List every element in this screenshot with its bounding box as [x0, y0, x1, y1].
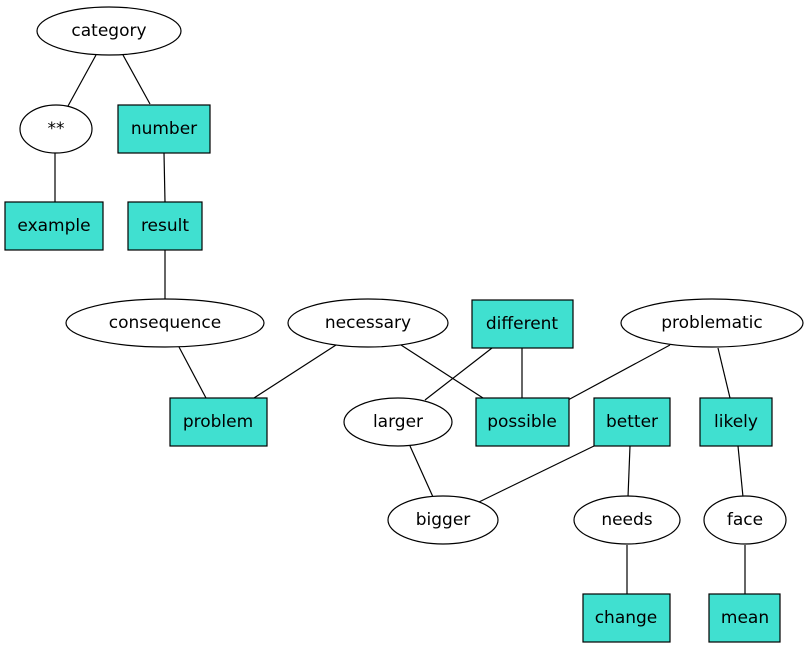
node-example: example	[4, 201, 104, 251]
node-problem: problem	[169, 397, 268, 447]
node-label-change: change	[595, 608, 658, 628]
node-label-face: face	[727, 510, 763, 530]
node-label-necessary: necessary	[325, 313, 411, 333]
node-label-category: category	[71, 21, 146, 41]
node-label-example: example	[17, 216, 90, 236]
edge-problematic-likely	[717, 347, 731, 399]
node-label-possible: possible	[487, 412, 557, 432]
node-label-bigger: bigger	[416, 510, 471, 530]
node-likely: likely	[699, 397, 773, 447]
edge-better-needs	[627, 445, 631, 498]
node-bigger: bigger	[387, 495, 499, 545]
node-mean: mean	[708, 593, 781, 643]
node-problematic: problematic	[620, 298, 804, 348]
node-label-better: better	[606, 412, 658, 432]
edge-different-larger	[424, 347, 493, 401]
node-possible: possible	[475, 397, 570, 447]
edge-problematic-possible	[567, 344, 671, 401]
edge-category-stars	[67, 54, 97, 107]
edge-likely-face	[737, 445, 744, 498]
node-label-problem: problem	[183, 412, 253, 432]
edge-category-number	[122, 54, 151, 105]
node-label-mean: mean	[721, 608, 769, 628]
node-label-needs: needs	[601, 510, 652, 530]
node-consequence: consequence	[65, 298, 265, 348]
node-label-stars: **	[48, 119, 65, 139]
node-number: number	[117, 104, 211, 154]
edge-necessary-possible	[400, 344, 484, 399]
node-label-consequence: consequence	[109, 313, 221, 333]
node-label-different: different	[486, 314, 559, 334]
node-stars: **	[19, 104, 93, 154]
node-necessary: necessary	[287, 298, 449, 348]
node-larger: larger	[343, 397, 453, 447]
node-label-result: result	[141, 216, 189, 236]
node-label-number: number	[131, 119, 197, 139]
node-change: change	[582, 593, 671, 643]
edge-number-result	[163, 152, 166, 203]
node-face: face	[703, 495, 787, 545]
edge-consequence-problem	[178, 346, 207, 399]
node-different: different	[471, 299, 574, 349]
node-result: result	[127, 201, 203, 251]
node-category: category	[36, 6, 182, 56]
node-needs: needs	[573, 495, 681, 545]
node-label-problematic: problematic	[661, 313, 763, 333]
edge-better-bigger	[478, 445, 595, 503]
node-better: better	[593, 397, 671, 447]
node-label-likely: likely	[714, 412, 758, 432]
nodes-layer: category ** number example result conseq…	[4, 6, 804, 643]
edge-necessary-problem	[253, 344, 337, 399]
edge-larger-bigger	[409, 445, 434, 498]
node-label-larger: larger	[373, 412, 423, 432]
edges-layer	[54, 54, 746, 594]
